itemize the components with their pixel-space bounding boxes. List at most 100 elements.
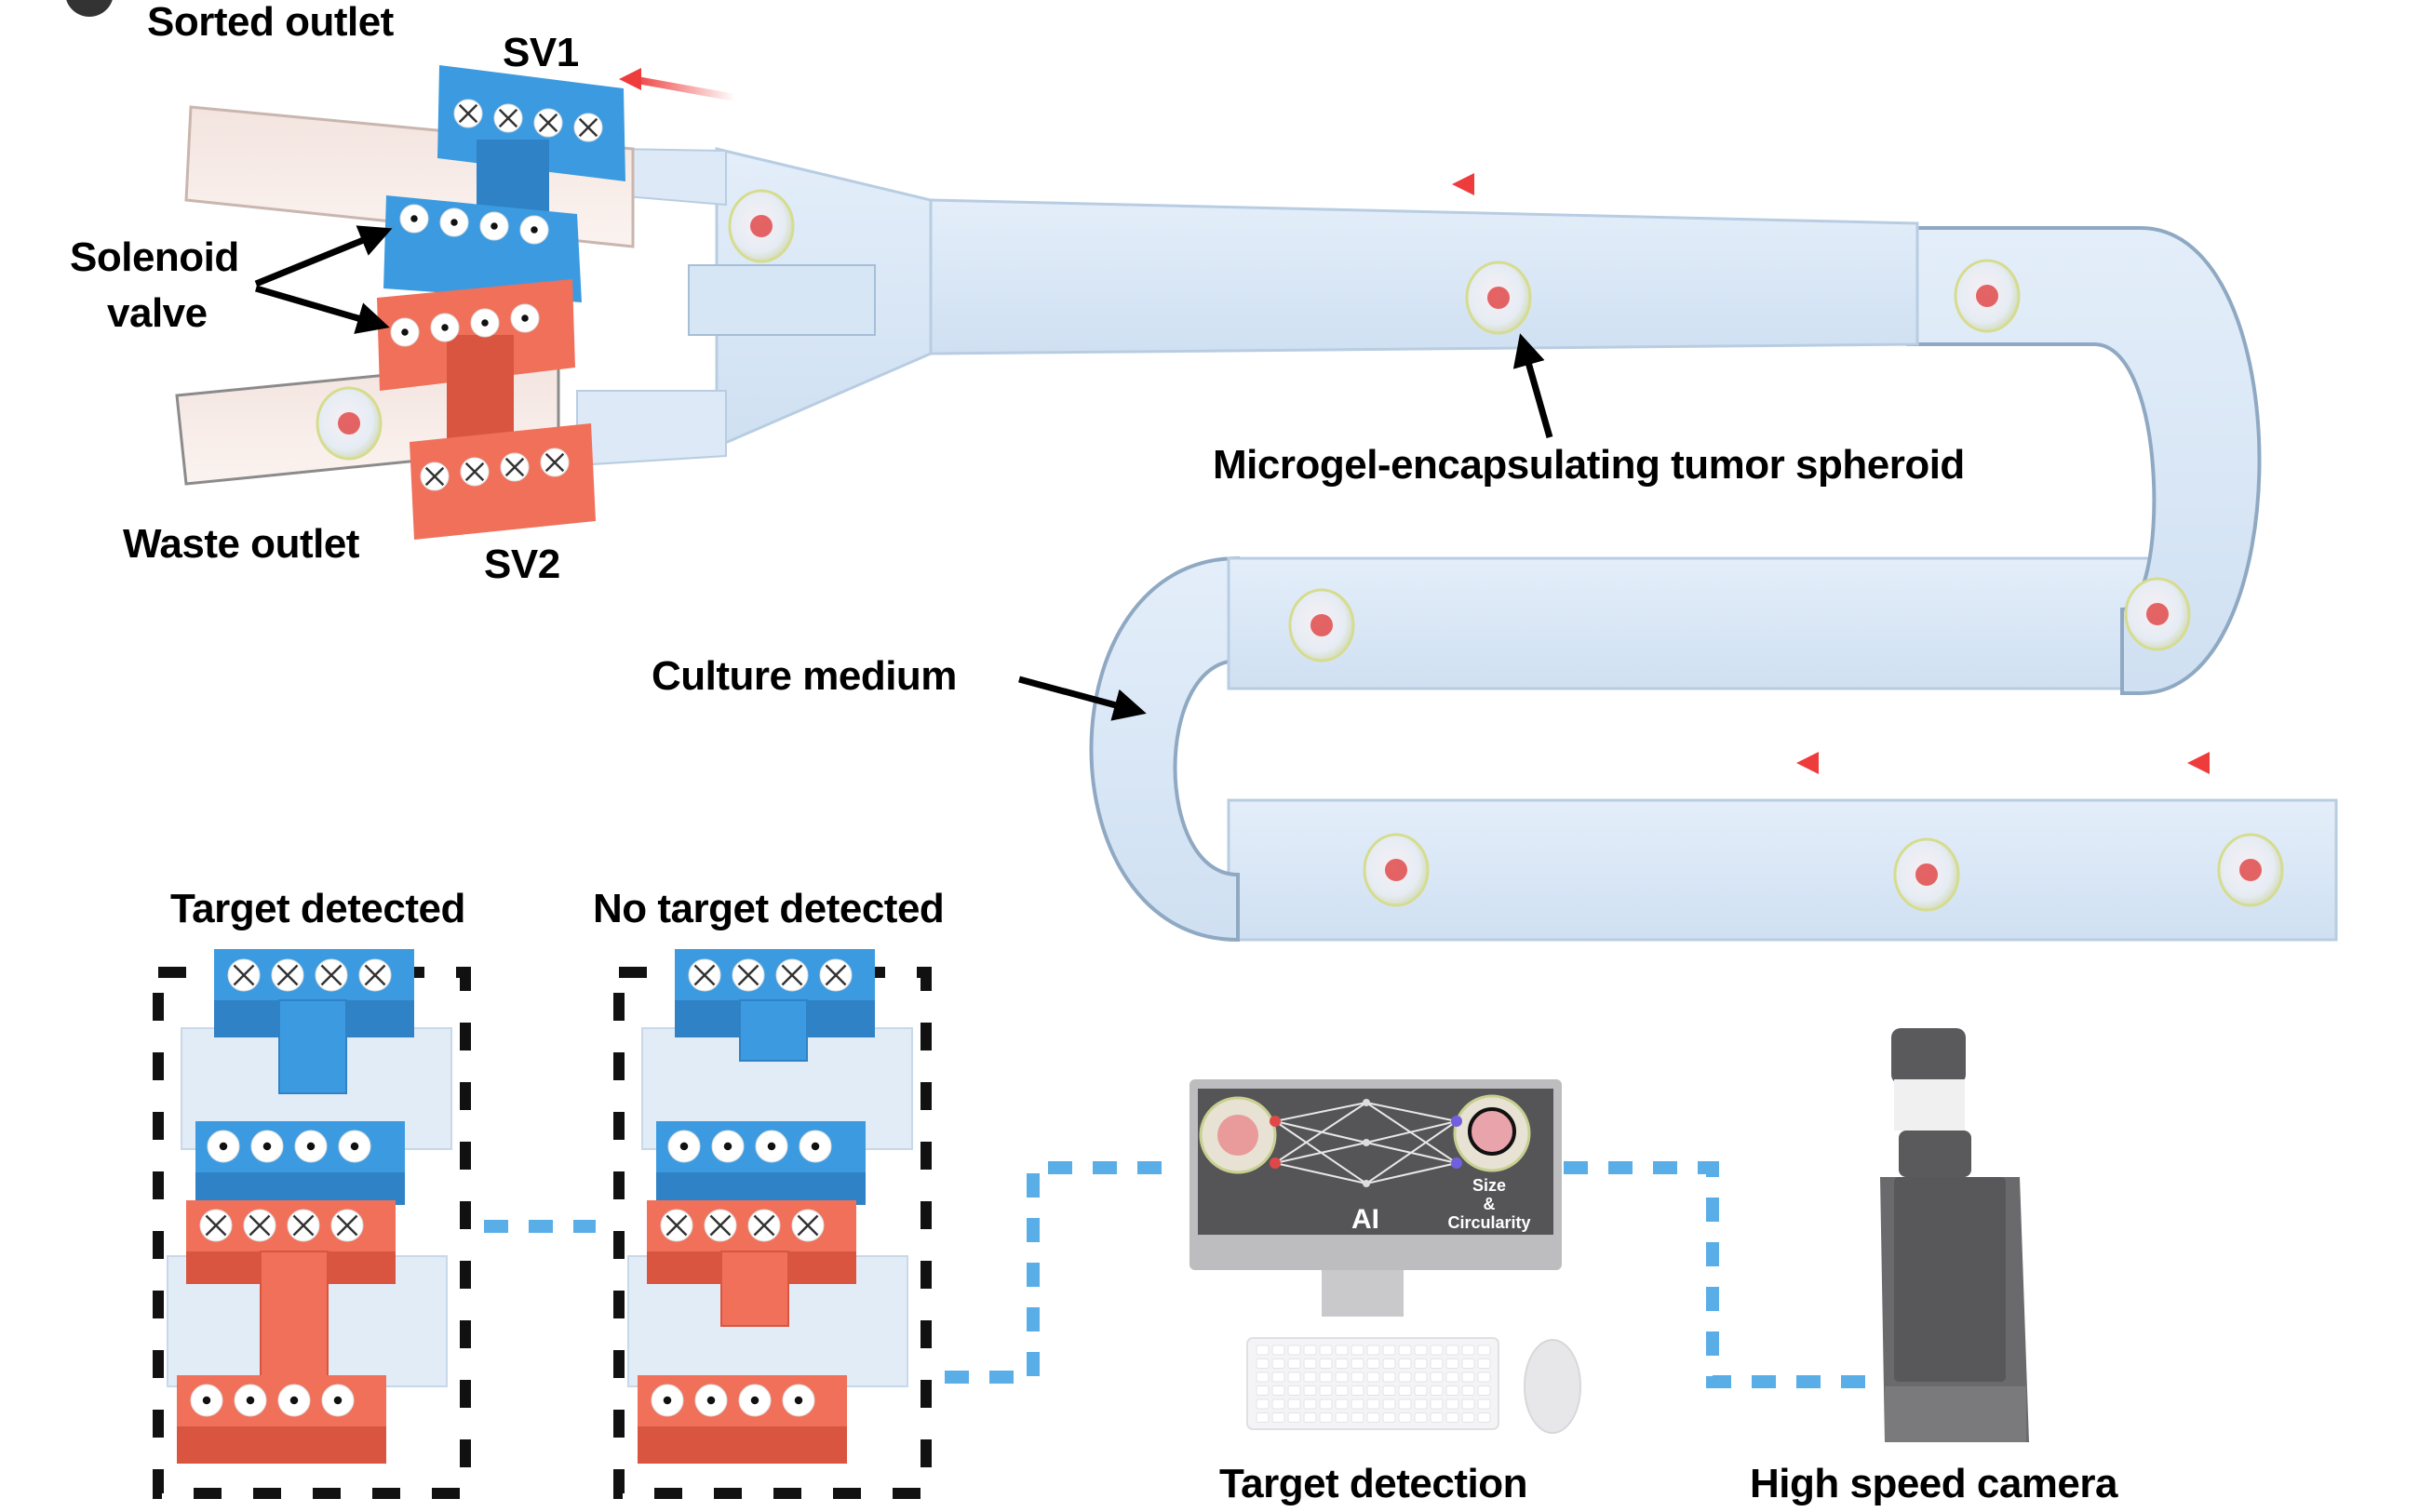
keyboard-key: [1319, 1372, 1333, 1383]
spheroid-bead: [1363, 833, 1430, 907]
keyboard-key: [1382, 1358, 1396, 1369]
label-solenoid-valve-1: Solenoid: [70, 234, 239, 280]
keyboard-key: [1461, 1385, 1475, 1396]
channel-middle-segment: [1227, 556, 2161, 690]
keyboard-key: [1335, 1398, 1349, 1410]
valve-open-icon: [399, 204, 429, 234]
spheroid-bead: [1465, 261, 1532, 335]
label-target-detected: Target detected: [170, 886, 465, 931]
spheroid-bead: [2124, 577, 2191, 651]
valve-open-icon: [711, 1130, 745, 1163]
keyboard-key: [1319, 1385, 1333, 1396]
dashed-frame: [153, 967, 471, 1499]
keyboard-key: [1398, 1372, 1412, 1383]
culture-medium-arrow: [1018, 676, 1147, 721]
sv1-valve-assembly: [383, 65, 625, 302]
keyboard-key: [1256, 1398, 1270, 1410]
sv2-bottom-block-side: [638, 1426, 847, 1464]
keyboard-key: [1398, 1358, 1412, 1369]
keyboard-key: [1303, 1372, 1317, 1383]
nn-input-node: [1270, 1157, 1281, 1169]
keyboard-key: [1366, 1412, 1380, 1423]
keyboard-key: [1430, 1345, 1444, 1356]
keyboard-key: [1445, 1398, 1459, 1410]
label-sv1: SV1: [503, 30, 579, 75]
label-sv2: SV2: [484, 542, 560, 587]
camera-base: [1885, 1386, 2026, 1442]
channel-upper-segment: [929, 198, 1919, 355]
camera-lens-top: [1891, 1028, 1966, 1084]
keyboard-key: [1414, 1398, 1428, 1410]
connector-to-camera: [1564, 1161, 1889, 1388]
keyboard-key: [1319, 1358, 1333, 1369]
keyboard-key: [1335, 1385, 1349, 1396]
keyboard-key: [1366, 1398, 1380, 1410]
keyboard-key: [1430, 1372, 1444, 1383]
valve-open-icon: [694, 1384, 728, 1417]
valve-closed-icon: [287, 1209, 320, 1242]
neural-network-icon: [1270, 1099, 1462, 1187]
keyboard-key: [1477, 1385, 1491, 1396]
keyboard-key: [1271, 1398, 1285, 1410]
keyboard-key: [1351, 1345, 1364, 1356]
keyboard-key: [1366, 1345, 1380, 1356]
keyboard-key: [1445, 1372, 1459, 1383]
valve-open-icon: [390, 317, 420, 347]
keyboard-key: [1287, 1345, 1301, 1356]
channel-right-bend: [1906, 226, 2262, 695]
input-spheroid-core: [1217, 1115, 1258, 1156]
valve-open-icon: [519, 215, 549, 245]
valve-open-icon: [234, 1384, 267, 1417]
channel-left-bend: [1089, 555, 1240, 943]
dashed-frame: [613, 967, 932, 1499]
keyboard-key: [1477, 1412, 1491, 1423]
monitor: AI Size & Circularity: [1189, 1079, 1562, 1317]
valve-open-icon: [190, 1384, 223, 1417]
sv1-bottom-block-side: [195, 1172, 405, 1205]
valve-closed-icon: [243, 1209, 276, 1242]
keyboard-key: [1382, 1385, 1396, 1396]
spheroid-bead: [1288, 588, 1355, 662]
keyboard-key: [1382, 1412, 1396, 1423]
valve-closed-icon: [227, 958, 261, 992]
output-spheroid-contour: [1468, 1107, 1516, 1156]
ampersand-label: &: [1484, 1195, 1496, 1213]
keyboard-key: [1430, 1358, 1444, 1369]
valve-closed-icon: [791, 1209, 825, 1242]
valve-open-icon: [738, 1384, 772, 1417]
label-waste-outlet: Waste outlet: [123, 521, 359, 567]
spheroid-bead: [316, 386, 383, 461]
label-high-speed-camera: High speed camera: [1750, 1461, 2118, 1506]
nn-output-node: [1451, 1116, 1462, 1127]
valve-open-icon: [430, 313, 460, 342]
ai-label: AI: [1351, 1204, 1379, 1235]
valve-closed-icon: [540, 448, 570, 477]
keyboard-key: [1303, 1358, 1317, 1369]
spheroid-beads: [316, 189, 2284, 912]
valve-open-icon: [470, 308, 500, 338]
keyboard-key: [1477, 1345, 1491, 1356]
keyboard-key: [1271, 1345, 1285, 1356]
valve-closed-icon: [732, 958, 765, 992]
keyboard-key: [1271, 1372, 1285, 1383]
keyboard-key: [1366, 1385, 1380, 1396]
valve-closed-icon: [199, 1209, 233, 1242]
keyboard-key: [1303, 1345, 1317, 1356]
spheroid-bead: [1954, 259, 2021, 333]
keyboard-key: [1477, 1398, 1491, 1410]
keyboard-key: [1319, 1412, 1333, 1423]
keyboard-key: [1351, 1398, 1364, 1410]
valve-closed-icon: [453, 99, 483, 128]
flow-arrow-icon: [619, 68, 736, 101]
keyboard-key: [1382, 1372, 1396, 1383]
keyboard-key: [1461, 1345, 1475, 1356]
valve-closed-icon: [819, 958, 853, 992]
keyboard-key: [1461, 1358, 1475, 1369]
keyboard-key: [1366, 1358, 1380, 1369]
sv2-bottom-block-side: [177, 1426, 386, 1464]
keyboard-key: [1445, 1412, 1459, 1423]
channel-junction-block: [688, 264, 876, 336]
valve-closed-icon: [573, 113, 603, 142]
valve-closed-icon: [330, 1209, 364, 1242]
